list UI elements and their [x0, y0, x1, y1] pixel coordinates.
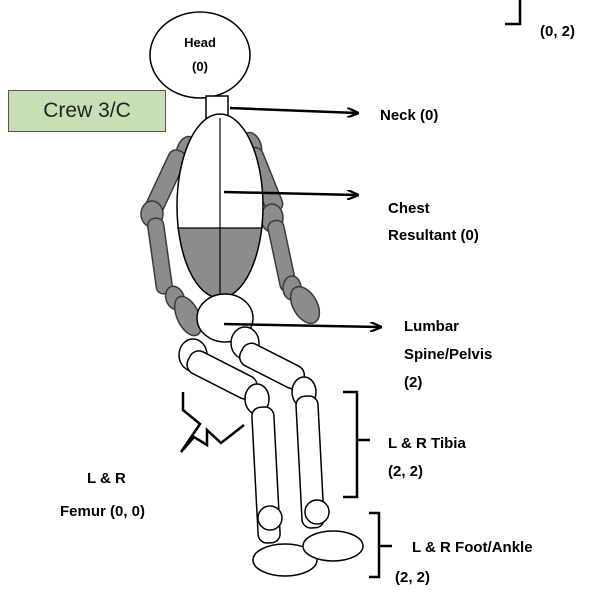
- femur-bracket: [181, 392, 244, 452]
- tibia-label-line2: (2, 2): [388, 463, 423, 480]
- head-label-line2: (0): [192, 59, 208, 74]
- tibia-label-line1: L & R Tibia: [388, 435, 466, 452]
- lumbar-label-line3: (2): [404, 374, 422, 391]
- top-partial-bracket: [505, 0, 520, 24]
- neck-label: Neck (0): [380, 107, 438, 124]
- neck-arrow: [230, 108, 357, 113]
- femur-label-line2: Femur (0, 0): [60, 503, 145, 520]
- head-ellipse: [150, 12, 250, 98]
- chest-label-line2: Resultant (0): [388, 227, 479, 244]
- lumbar-label-line1: Lumbar: [404, 318, 459, 335]
- femur-label-line1: L & R: [87, 470, 126, 487]
- chest-label-line1: Chest: [388, 200, 430, 217]
- head-label-line1: Head: [184, 35, 216, 50]
- right-leg: [231, 327, 363, 561]
- tibia-bracket: [343, 392, 370, 497]
- foot-ankle-label-line2: (2, 2): [395, 569, 430, 586]
- crew-label-box: Crew 3/C: [8, 90, 166, 132]
- foot-ankle-bracket: [369, 513, 392, 577]
- lumbar-label-line2: Spine/Pelvis: [404, 346, 492, 363]
- crew-label: Crew 3/C: [43, 99, 131, 123]
- top-partial-label: (0, 2): [540, 23, 575, 40]
- foot-ankle-label-line1: L & R Foot/Ankle: [412, 539, 533, 556]
